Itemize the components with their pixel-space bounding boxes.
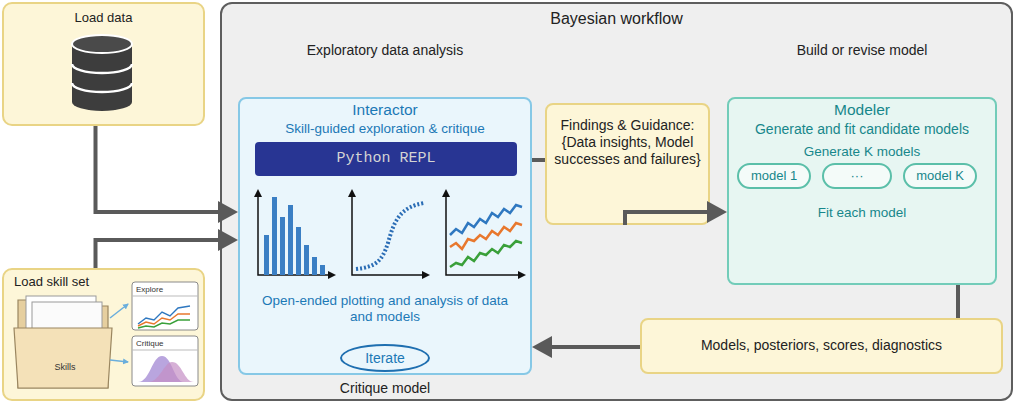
text-holder: model K [905,168,975,184]
flow-arrow [544,345,640,349]
workflow-panel: Python REPL Iterate Exploratory data analy… [220,2,1013,401]
text-holder: Load skill set [14,274,134,290]
illustration-part [280,217,285,275]
text-holder: Exploratory data analysis [240,42,530,59]
model-pill: model K [903,163,977,189]
text-holder: Iterate [342,350,428,367]
node-text: Critique model [240,380,530,397]
node-heading: Iterate [342,350,428,367]
illustration-part [132,350,198,351]
text-holder: Python REPL [255,150,517,168]
flow-arrow [96,126,227,212]
flow-arrow [532,158,545,162]
input-box: Load data [2,2,205,126]
text-holder: Interactor [240,101,530,120]
node-text: Interactor [240,101,530,120]
node-heading: Load data [4,10,203,26]
illustration-part [132,282,198,330]
text-holder: Critique model [240,380,530,397]
illustration-part [14,328,112,388]
illustration-part [254,189,526,279]
text-holder: Skill-guided exploration & critique [240,121,530,137]
text-holder: model 1 [739,168,809,184]
illustration-part [288,205,293,275]
repl-bar: Python REPL [255,142,517,176]
node-heading: Bayesian workflow [222,9,1011,28]
node-heading: Exploratory data analysis [240,42,530,59]
iterate-loop: Iterate [340,344,430,372]
illustration-part [148,362,194,382]
node-text: Generate K models [729,144,995,160]
node-heading: model K [905,168,975,184]
node-text: Fit each model [729,205,995,221]
node-heading: Models, posteriors, scores, diagnostics [642,337,1001,354]
illustration-part [272,197,277,275]
illustration-part [264,235,269,275]
illustration-part [356,203,424,269]
text-holder: Fit each model [729,205,995,221]
text-holder: Generate and fit candidate models [729,121,995,138]
illustration-part [304,245,309,275]
illustration-part [312,257,317,275]
node-heading: Python REPL [255,150,517,168]
illustration-part [258,193,522,275]
illustration-part [450,241,522,267]
text-holder: ··· [824,168,890,184]
model-pill: ··· [822,163,892,189]
illustration-part [138,320,190,328]
node-text: Modeler [729,101,995,120]
model-pill: model 1 [737,163,811,189]
skillset-box: Load skill set [2,268,205,401]
illustration-part [258,193,332,275]
node-heading: Build or revise model [719,42,1005,59]
flow-arrow [625,212,715,225]
skills-illustration [4,270,203,399]
node-heading: model 1 [739,168,809,184]
text-holder: Modeler [729,101,995,120]
illustration-part [110,304,128,318]
illustration-part [446,193,522,275]
label-holder: Critique [136,339,192,349]
interactor-box: Python REPLIterateExploratory data analy… [238,97,532,375]
text-holder: Open-ended plotting and analysis of data… [254,293,516,325]
text-holder: Models, posteriors, scores, diagnostics [642,337,1001,354]
node-heading: Load skill set [14,274,134,290]
illustration-part [264,197,325,275]
illustration-part [72,83,132,92]
illustration-part [320,265,325,275]
node-heading: Findings & Guidance: {Data insights, Mod… [553,117,702,167]
node-heading: ··· [824,168,890,184]
window-tab-label: Explore [136,285,192,295]
text-holder: Load data [4,10,203,26]
label-holder: Explore [136,285,192,295]
mini-charts [250,183,530,283]
flow-arrow [956,285,960,318]
findings-box: Findings & Guidance: {Data insights, Mod… [545,103,710,225]
label-holder: Skills [30,362,100,373]
text-holder: Bayesian workflow [222,9,1011,28]
text-holder: Findings & Guidance: {Data insights, Mod… [553,117,702,167]
illustration-part [132,336,198,386]
illustration-part [72,64,132,73]
illustration-part [296,227,301,275]
illustration-part [72,44,132,111]
window-tab-label: Critique [136,339,192,349]
illustration-part [352,193,426,275]
node-text: Open-ended plotting and analysis of data… [254,293,516,325]
text-holder: Generate K models [729,144,995,160]
results-box: Models, posteriors, scores, diagnostics [640,318,1003,374]
illustration-part [110,360,128,362]
illustration-part [138,306,190,324]
text-holder: Build or revise model [719,42,1005,59]
illustration-part [72,35,132,53]
folder-label: Skills [30,362,100,373]
node-text: Generate and fit candidate models [729,121,995,138]
flow-arrow [96,240,227,268]
modeler-box: model 1···model KBuild or revise modelMo… [727,97,997,285]
illustration-part [132,296,198,297]
node-text: Skill-guided exploration & critique [240,121,530,137]
